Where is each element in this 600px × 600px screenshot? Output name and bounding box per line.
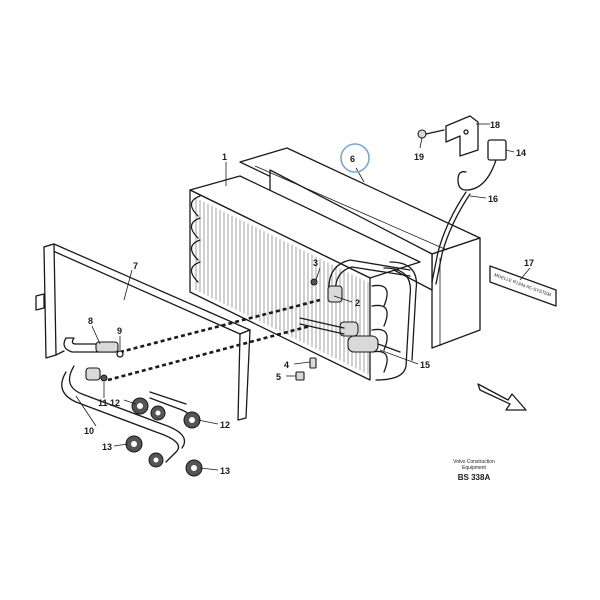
expansion-valve [299, 259, 411, 353]
callout-14: 14 [516, 148, 526, 158]
drawing-code: BS 338A [458, 473, 491, 482]
callout-19: 19 [414, 152, 424, 162]
label-plate: MOELLE R134a AC-SYSTEM [489, 265, 557, 307]
evaporator-fins [195, 198, 369, 375]
direction-arrow [477, 383, 527, 411]
callout-16: 16 [488, 194, 498, 204]
evaporator-core [189, 175, 421, 381]
grommets [100, 350, 203, 477]
callout-11: 11 [98, 398, 108, 408]
callout-12b: 12 [220, 420, 230, 430]
callout-7: 7 [133, 261, 138, 271]
hoses [61, 337, 191, 463]
callout-9: 9 [117, 326, 122, 336]
callout-13a: 13 [102, 442, 112, 452]
callout-2: 2 [355, 298, 360, 308]
fittings [295, 357, 317, 381]
callout-leaders [75, 123, 531, 471]
footer: Volvo Construction Equipment BS 338A [453, 459, 495, 482]
callout-1: 1 [222, 152, 227, 162]
callout-numbers: 1 6 3 2 7 8 9 10 11 12 12 13 13 4 5 15 1… [84, 120, 534, 476]
callout-15: 15 [420, 360, 430, 370]
callout-13b: 13 [220, 466, 230, 476]
callout-12a: 12 [110, 398, 120, 408]
company-line-1: Volvo Construction [453, 459, 495, 465]
thermostat-assembly [417, 115, 507, 285]
callout-4: 4 [284, 360, 289, 370]
callout-17: 17 [524, 258, 534, 268]
callout-18: 18 [490, 120, 500, 130]
callout-6-highlight [340, 143, 370, 173]
callout-5: 5 [276, 372, 281, 382]
callout-6: 6 [350, 154, 355, 164]
callout-8: 8 [88, 316, 93, 326]
company-line-2: Equipment [462, 465, 487, 471]
gasket-frame [35, 243, 251, 421]
callout-10: 10 [84, 426, 94, 436]
callout-3: 3 [313, 258, 318, 268]
